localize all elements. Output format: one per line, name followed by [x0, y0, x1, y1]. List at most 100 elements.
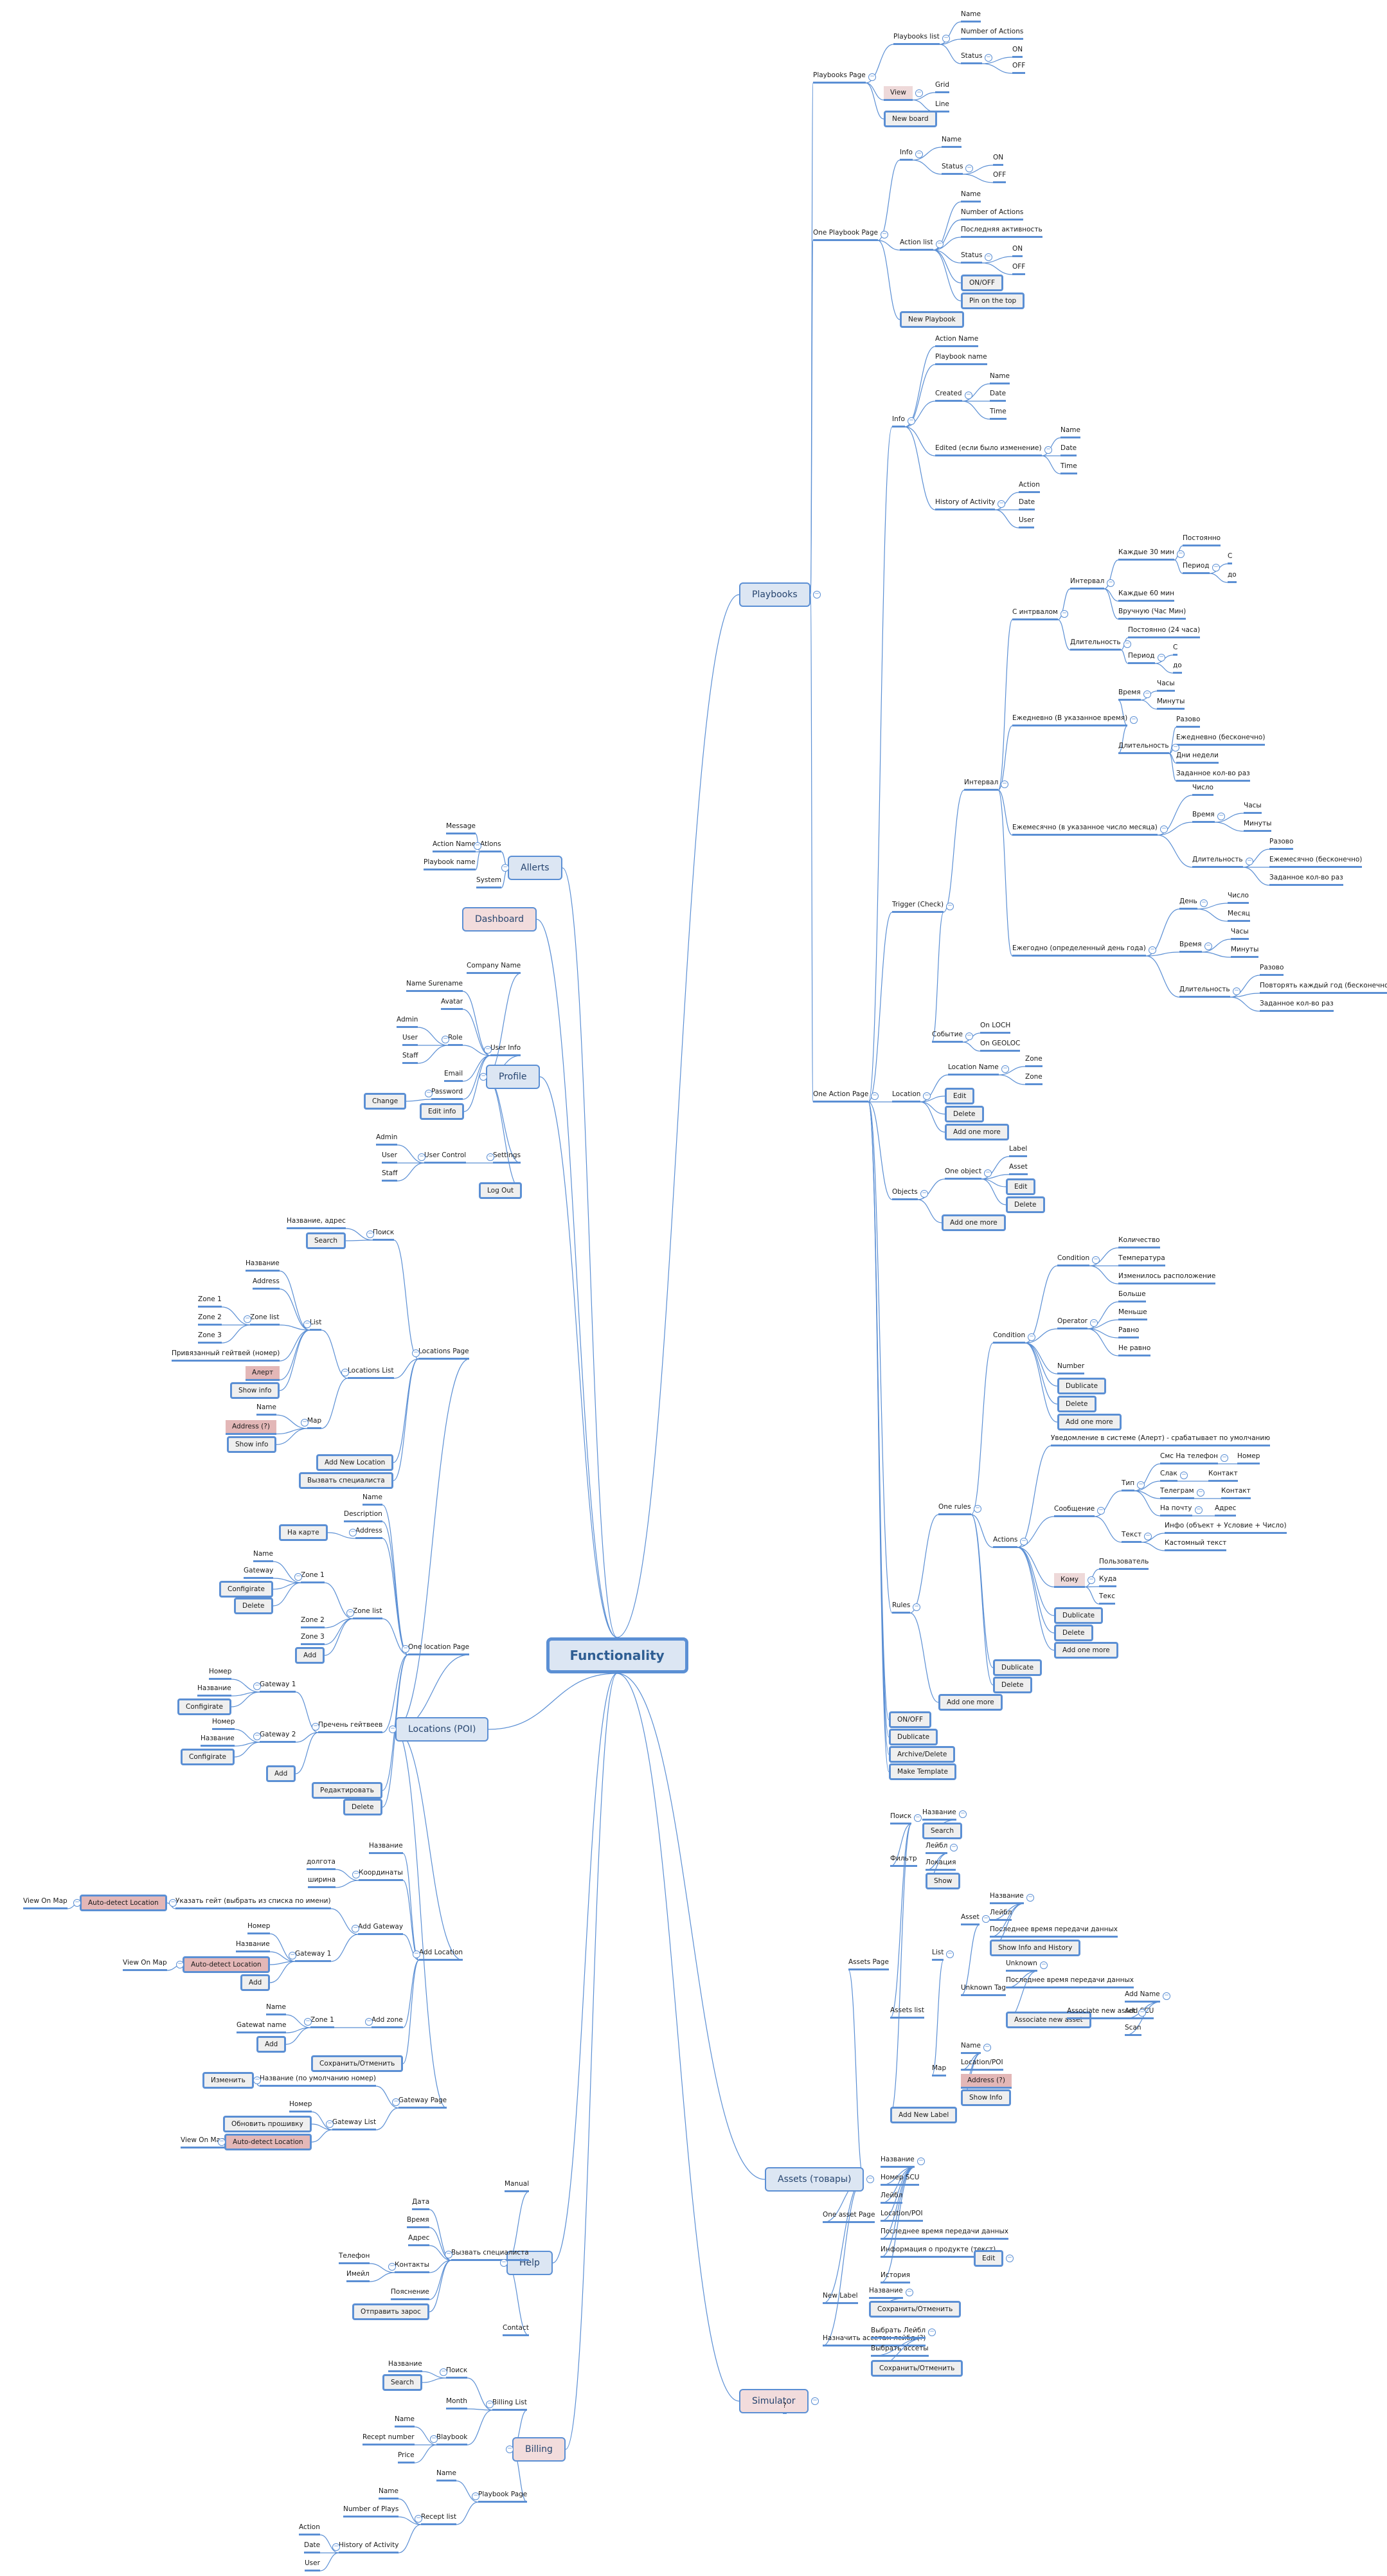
mindmap-node[interactable]: Gatewat name: [237, 2021, 287, 2033]
collapse-toggle-icon[interactable]: −: [928, 2328, 936, 2336]
mindmap-node[interactable]: Длительность: [1179, 985, 1230, 998]
mindmap-button-node[interactable]: Show info: [230, 1382, 280, 1399]
collapse-toggle-icon[interactable]: −: [440, 2368, 447, 2376]
mindmap-node[interactable]: Action Name: [935, 334, 979, 347]
main-topic[interactable]: Dashboard: [462, 907, 537, 932]
collapse-toggle-icon[interactable]: −: [472, 2492, 479, 2500]
mindmap-node[interactable]: View On Map: [123, 1958, 167, 1971]
mindmap-node[interactable]: Number: [1057, 1362, 1085, 1374]
collapse-toggle-icon[interactable]: −: [965, 165, 973, 172]
mindmap-node[interactable]: Смс На телефон: [1160, 1452, 1219, 1464]
collapse-toggle-icon[interactable]: −: [920, 1190, 928, 1198]
collapse-toggle-icon[interactable]: −: [474, 842, 481, 850]
collapse-toggle-icon[interactable]: −: [294, 1573, 302, 1581]
collapse-toggle-icon[interactable]: −: [946, 903, 954, 910]
mindmap-button-node[interactable]: Delete: [945, 1106, 984, 1122]
mindmap-node[interactable]: Asset: [1009, 1162, 1028, 1175]
mindmap-node[interactable]: System: [476, 876, 502, 888]
collapse-toggle-icon[interactable]: −: [244, 1315, 251, 1323]
mindmap-node[interactable]: Каждые 30 мин: [1118, 548, 1175, 561]
collapse-toggle-icon[interactable]: −: [253, 2076, 261, 2084]
mindmap-node[interactable]: Вызвать специалиста: [451, 2248, 529, 2261]
collapse-toggle-icon[interactable]: −: [1197, 1489, 1204, 1497]
mindmap-node[interactable]: Поиск: [373, 1228, 395, 1241]
mindmap-node[interactable]: Название: [197, 1684, 231, 1697]
mindmap-node[interactable]: Постоянно (24 часа): [1128, 626, 1201, 638]
collapse-toggle-icon[interactable]: −: [332, 2543, 340, 2551]
mindmap-node[interactable]: Контакты: [395, 2260, 430, 2273]
mindmap-node[interactable]: Заданное кол-во раз: [1176, 769, 1250, 782]
collapse-toggle-icon[interactable]: −: [1097, 1507, 1105, 1515]
mindmap-node[interactable]: User: [382, 1151, 397, 1164]
mindmap-node[interactable]: Line: [935, 100, 949, 113]
mindmap-node[interactable]: Zone 2: [198, 1313, 222, 1326]
mindmap-node[interactable]: Assets list: [890, 2006, 924, 2019]
collapse-toggle-icon[interactable]: −: [813, 591, 821, 599]
mindmap-node[interactable]: Associate new asset: [1067, 2006, 1136, 2019]
mindmap-node[interactable]: Created: [935, 389, 962, 402]
mindmap-node[interactable]: Number of Actions: [961, 208, 1024, 221]
mindmap-node[interactable]: Playbooks Page: [813, 71, 866, 84]
collapse-toggle-icon[interactable]: −: [974, 1505, 981, 1513]
mindmap-node[interactable]: Ежемесячно (в указанное число месяца): [1012, 823, 1158, 836]
mindmap-node[interactable]: Zone: [1025, 1054, 1042, 1067]
mindmap-node[interactable]: Последнее время передачи данных: [1006, 1976, 1134, 1988]
mindmap-node[interactable]: Admin: [376, 1133, 398, 1146]
mindmap-node[interactable]: One Playbook Page: [813, 228, 878, 241]
mindmap-node[interactable]: Ежемесячно (бесконечно): [1269, 855, 1363, 868]
collapse-toggle-icon[interactable]: −: [915, 89, 923, 97]
mindmap-button-node[interactable]: Add one more: [1057, 1414, 1122, 1430]
mindmap-button-node[interactable]: Add: [266, 1765, 296, 1782]
mindmap-node[interactable]: Название: [922, 1808, 956, 1821]
collapse-toggle-icon[interactable]: −: [950, 1844, 958, 1851]
mindmap-node[interactable]: Локация: [926, 1858, 956, 1871]
collapse-toggle-icon[interactable]: −: [866, 2175, 874, 2183]
mindmap-node[interactable]: Пречень гейтвеев: [318, 1720, 383, 1733]
collapse-toggle-icon[interactable]: −: [301, 1419, 309, 1427]
collapse-toggle-icon[interactable]: −: [1137, 1481, 1145, 1489]
mindmap-node[interactable]: День: [1179, 897, 1197, 910]
mindmap-button-node[interactable]: Dublicate: [889, 1729, 938, 1745]
mindmap-node[interactable]: Contact: [503, 2323, 529, 2336]
collapse-toggle-icon[interactable]: −: [1144, 1533, 1152, 1540]
mindmap-node[interactable]: Action list: [900, 238, 933, 251]
mindmap-button-node[interactable]: ON/OFF: [889, 1711, 932, 1728]
mindmap-button-node[interactable]: Configirate: [181, 1749, 235, 1765]
collapse-toggle-icon[interactable]: −: [1026, 1894, 1034, 1902]
mindmap-node[interactable]: Label: [1009, 1144, 1028, 1157]
mindmap-node[interactable]: Asset: [961, 1913, 980, 1925]
mindmap-button-node[interactable]: Pin on the top: [961, 293, 1025, 309]
mindmap-node[interactable]: Staff: [402, 1051, 418, 1064]
collapse-toggle-icon[interactable]: −: [1217, 813, 1225, 820]
mindmap-node[interactable]: Минуты: [1157, 697, 1185, 710]
mindmap-node[interactable]: Повторять каждый год (бесконечно): [1260, 981, 1387, 994]
mindmap-button-node[interactable]: Delete: [1057, 1396, 1096, 1412]
mindmap-button-node[interactable]: Auto-detect Location: [183, 1956, 270, 1973]
mindmap-button-node[interactable]: Delete: [343, 1799, 382, 1815]
mindmap-node[interactable]: Номер: [1237, 1452, 1260, 1464]
collapse-toggle-icon[interactable]: −: [1204, 942, 1212, 950]
mindmap-node[interactable]: User Control: [424, 1151, 467, 1164]
collapse-toggle-icon[interactable]: −: [1028, 1333, 1035, 1341]
mindmap-node[interactable]: Текст: [1122, 1530, 1142, 1543]
mindmap-node[interactable]: Меньше: [1118, 1308, 1147, 1320]
collapse-toggle-icon[interactable]: −: [1163, 1992, 1170, 2000]
mindmap-node[interactable]: История: [881, 2271, 910, 2283]
mindmap-node[interactable]: до: [1228, 570, 1237, 583]
collapse-toggle-icon[interactable]: −: [486, 2400, 494, 2408]
mindmap-button-node[interactable]: Show: [926, 1873, 961, 1889]
mindmap-node[interactable]: OFF: [993, 170, 1007, 183]
collapse-toggle-icon[interactable]: −: [415, 2515, 422, 2523]
mindmap-node[interactable]: One Action Page: [813, 1090, 869, 1103]
mindmap-button-node[interactable]: Dublicate: [1057, 1378, 1107, 1394]
mindmap-node[interactable]: Name: [961, 2041, 981, 2054]
collapse-toggle-icon[interactable]: −: [1060, 610, 1068, 618]
collapse-toggle-icon[interactable]: −: [73, 1899, 81, 1907]
mindmap-node[interactable]: Разово: [1269, 837, 1294, 850]
collapse-toggle-icon[interactable]: −: [1246, 858, 1253, 865]
mindmap-button-node[interactable]: Edit: [974, 2250, 1004, 2267]
collapse-toggle-icon[interactable]: −: [906, 2289, 913, 2296]
mindmap-node[interactable]: Zone 1: [310, 2015, 334, 2028]
mindmap-button-node[interactable]: Изменить: [202, 2072, 254, 2089]
mindmap-node[interactable]: Name: [436, 2469, 456, 2481]
